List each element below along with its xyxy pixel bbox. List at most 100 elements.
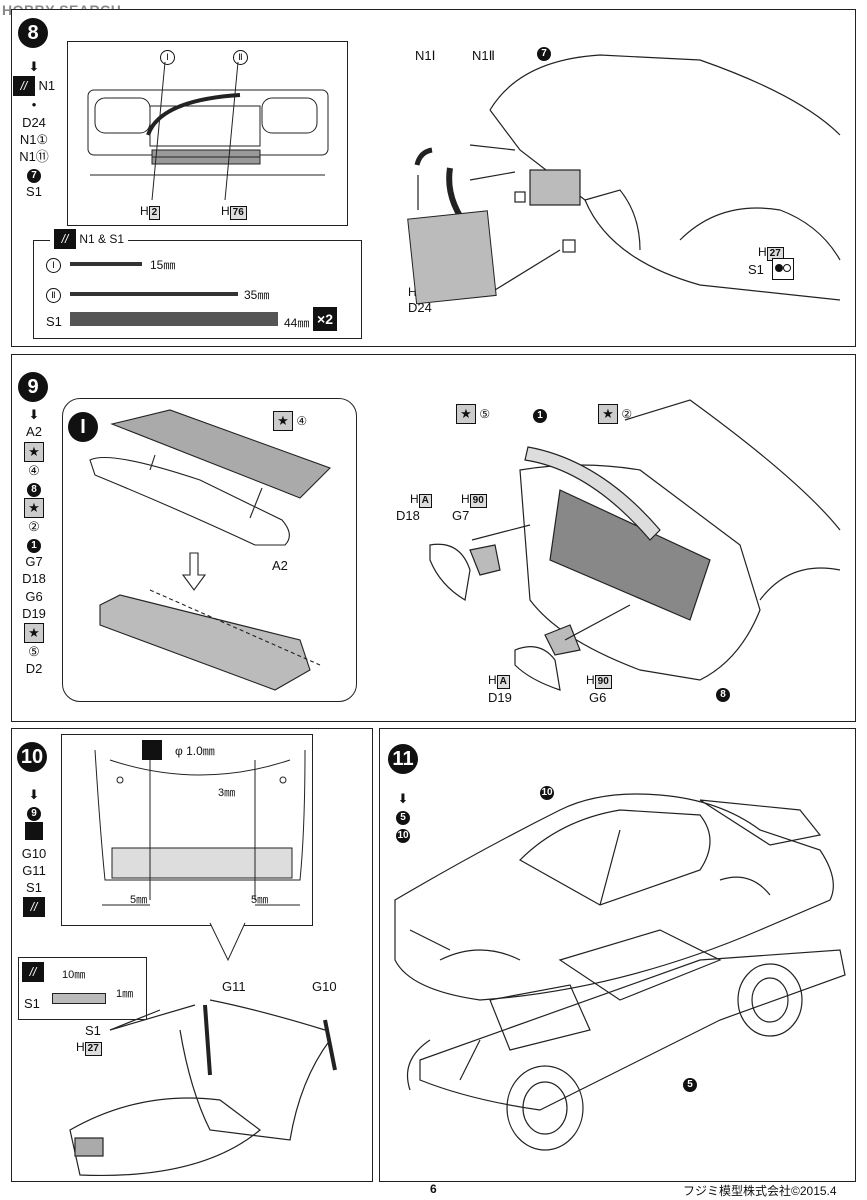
label-s1: S1 (748, 262, 764, 277)
bar-i (70, 262, 142, 266)
inset-label-ii: Ⅱ (233, 49, 248, 65)
part-d2: D2 (25, 661, 43, 677)
decal-star-icon: ★ (456, 404, 476, 424)
right-step-1: 1 (533, 407, 547, 423)
spoiler-decal-drawing (89, 409, 332, 691)
right-decal-5: ★ ⑤ (456, 404, 490, 424)
label-step-7: 7 (537, 45, 551, 61)
part-g6: G6 (25, 588, 43, 604)
label-d18: D18 (396, 508, 420, 523)
step-ref-7: 7 (27, 169, 41, 184)
part-s1: S1 (26, 880, 42, 895)
strip-shape (52, 993, 106, 1004)
car-front-drawing (489, 54, 841, 301)
step-11-parts-column: ⬇ 5 10 (381, 790, 425, 844)
strip-1mm: 1㎜ (116, 988, 134, 1000)
part-a2: A2 (26, 424, 42, 440)
part-d19: D19 (22, 605, 46, 621)
step-9-number: 9 (18, 372, 48, 402)
step-8-parts-column: ⬇ // N1 • D24 N1① N1⑪ 7 S1 (12, 58, 56, 202)
inset-decal-4: ★ ④ (273, 411, 307, 431)
paint-icon: // (54, 229, 76, 249)
car-body-drawing (394, 793, 834, 1001)
decal-4: ④ (28, 462, 40, 478)
drill-icon (25, 822, 43, 841)
decal-star-icon: ★ (24, 441, 44, 462)
paint-icon: // (12, 76, 35, 97)
step-ref-8: 8 (27, 482, 41, 497)
down-arrow-icon: ⬇ (397, 791, 409, 806)
bar-ii-length: 35㎜ (244, 288, 270, 302)
label-g11: G11 (222, 979, 246, 994)
down-arrow-icon: ⬇ (28, 787, 40, 802)
decal-star-icon: ★ (24, 623, 44, 643)
part-s1: S1 (26, 184, 42, 200)
step-ref-1: 1 (27, 539, 41, 553)
label-step-10: 10 (540, 786, 554, 800)
decal-2: ② (28, 518, 40, 534)
down-arrow-icon: ⬇ (28, 407, 40, 422)
label-d24: D24 (408, 300, 432, 315)
part-n1-ii: N1⑪ (19, 149, 49, 164)
decal-star-icon: ★ (598, 404, 618, 424)
part-g7: G7 (25, 554, 43, 569)
part-g11: G11 (22, 862, 46, 878)
part-n1-i: N1① (19, 131, 49, 147)
paint-icon: // (23, 897, 45, 918)
glue-icon (772, 258, 794, 280)
cutting-header: // N1 & S1 (50, 229, 129, 249)
step-ref-10: 10 (396, 829, 410, 844)
hose-radiator-drawing (407, 144, 561, 305)
front-grille-drawing (87, 61, 329, 201)
decal-star-icon: ★ (24, 497, 44, 518)
company-copyright: フジミ模型株式会社©2015.4 (683, 1184, 837, 1198)
dim-5mm-left: 5㎜ (130, 894, 148, 906)
step-11-number: 11 (388, 744, 418, 774)
page-number: 6 (430, 1182, 437, 1196)
drill-icon (142, 740, 162, 760)
inset-a2: A2 (272, 558, 288, 573)
step-ref-9: 9 (27, 807, 41, 822)
right-decal-2: ★ ② (598, 404, 632, 424)
paint-n1: // N1 (12, 76, 56, 97)
label-step-8: 8 (716, 686, 730, 702)
part-g10: G10 (21, 845, 47, 861)
bar-ii (70, 292, 238, 296)
label-s1-bottom: S1 (85, 1023, 101, 1038)
down-arrow-icon: ⬇ (28, 59, 40, 74)
step-9-parts-column: ⬇ A2 ★ ④ 8 ★ ② 1 G7 D18 G6 D19 ★ ⑤ D2 (12, 406, 56, 679)
step-ref-5: 5 (396, 811, 410, 826)
step-10-parts-column: ⬇ 9 G10 G11 S1 // (12, 786, 56, 918)
step-8-number: 8 (18, 18, 48, 48)
strip-10mm: 10㎜ (62, 969, 86, 981)
bar-i-key: Ⅰ (46, 257, 61, 273)
car-rear-drawing (429, 399, 841, 691)
inset-callout-pointer (209, 922, 246, 962)
chassis-drawing (406, 929, 846, 1151)
part-d18: D18 (22, 571, 46, 587)
label-n1-i: N1Ⅰ (415, 48, 436, 63)
drill-diameter: φ 1.0㎜ (175, 744, 215, 758)
bar-i-length: 15㎜ (150, 258, 176, 272)
bar-s1-length: 44㎜ (284, 316, 310, 330)
label-g6: G6 (589, 690, 607, 705)
label-step-5: 5 (683, 1076, 697, 1092)
bar-ii-key: Ⅱ (46, 287, 61, 303)
part-d24: D24 (22, 114, 46, 130)
dim-3mm: 3㎜ (218, 787, 236, 799)
dot: • (31, 97, 37, 113)
step-10-inset (61, 734, 313, 926)
bar-s1 (70, 312, 278, 326)
decal-star-icon: ★ (273, 411, 293, 431)
label-g7: G7 (452, 508, 470, 523)
rear-glass-drawing (69, 999, 337, 1177)
inset-label-i: Ⅰ (160, 49, 175, 65)
rear-window-inset-drawing (94, 749, 306, 906)
